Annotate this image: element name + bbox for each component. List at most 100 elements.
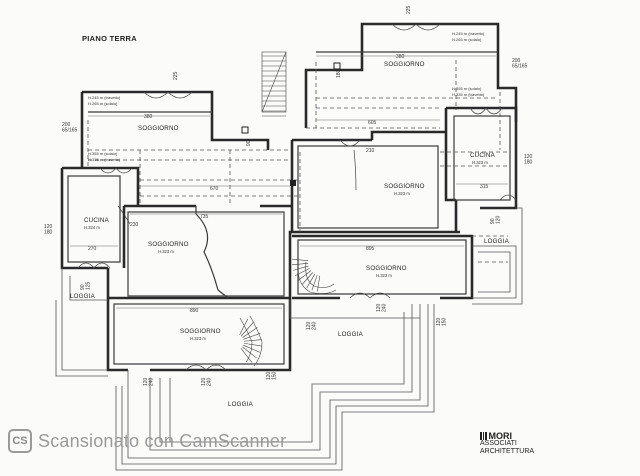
room-cucina-w: CUCINA [84, 217, 110, 224]
room-labels: SOGGIORNO SOGGIORNO SOGGIORNO H.323 m SO… [70, 61, 510, 408]
room-soggiorno-nw: SOGGIORNO [138, 125, 179, 132]
wall-sw-bottom [150, 298, 292, 372]
door-lc-1 [349, 292, 371, 299]
stair-top [261, 51, 287, 113]
svg-text:120150: 120150 [436, 317, 448, 326]
room-soggiorno-center: SOGGIORNO [384, 183, 425, 190]
svg-text:H.324 m: H.324 m [84, 225, 100, 230]
door-nw-1 [143, 91, 169, 99]
door-nw-2 [167, 91, 193, 99]
stair-step [243, 342, 262, 347]
dimension-lines [70, 55, 508, 309]
door-ct-arc [353, 149, 357, 191]
wall-lc-top [292, 234, 474, 300]
wall-ct-left [290, 140, 460, 234]
wall-sw-left [106, 298, 128, 372]
svg-text:225: 225 [173, 71, 179, 80]
svg-text:H.323 m: H.323 m [158, 249, 174, 254]
svg-text:H.335 m (travetto): H.335 m (travetto) [452, 92, 485, 97]
wall-nw-top [82, 90, 270, 150]
door-ne-2 [415, 23, 441, 31]
stair-step [295, 268, 310, 276]
svg-text:210: 210 [366, 148, 375, 154]
stair-step [243, 332, 261, 340]
svg-text:120150: 120150 [266, 371, 278, 380]
camscanner-logo-icon: CS [8, 429, 32, 453]
door-w-top [99, 167, 117, 174]
room-soggiorno-mid: SOGGIORNO [366, 265, 407, 272]
svg-text:H.335 m (travetto): H.335 m (travetto) [88, 157, 121, 162]
sw-room-inner [113, 303, 285, 365]
room-loggia-w: LOGGIA [70, 293, 96, 300]
svg-text:H.355 m (solaio): H.355 m (solaio) [88, 151, 118, 156]
wall-center-right [288, 230, 292, 298]
stair-step [293, 265, 309, 271]
w-cucina-inner [67, 175, 121, 263]
stair-step [243, 339, 262, 342]
terrace-outlines [55, 207, 523, 471]
wall-w-cucina-top [62, 166, 140, 206]
svg-text:380: 380 [396, 54, 405, 60]
door-w-side [117, 205, 131, 225]
svg-text:H.323 m: H.323 m [472, 160, 488, 165]
stairs [239, 51, 337, 367]
curved-wall [195, 213, 219, 291]
ct-room-inner [297, 145, 439, 229]
stair-step [311, 275, 318, 291]
room-loggia-e: LOGGIA [484, 238, 510, 245]
svg-text:H.323 m: H.323 m [394, 191, 410, 196]
svg-text:90: 90 [246, 140, 252, 146]
room-loggia-s2: LOGGIA [228, 401, 254, 408]
inner-lines [67, 51, 511, 365]
stair-step [306, 273, 316, 288]
brand-logo-icon [480, 432, 487, 440]
brand-line3: ARCHITETTURA [480, 448, 535, 455]
wall-ct-top-b [370, 130, 446, 140]
svg-text:180: 180 [336, 69, 342, 78]
svg-text:605: 605 [368, 120, 377, 126]
stair-spiral-east [297, 261, 337, 294]
wall-ne-outer [304, 22, 518, 122]
stair-step [298, 270, 312, 281]
svg-text:H.245 m (travetto): H.245 m (travetto) [88, 95, 121, 100]
e-cucina-inner [453, 115, 511, 201]
svg-text:H.323 m: H.323 m [376, 273, 392, 278]
stair-step [239, 318, 249, 336]
stair-step [241, 322, 254, 337]
architect-brand: MORI ASSOCIATI ARCHITETTURA [480, 432, 550, 456]
door-e-cucina [499, 194, 517, 201]
door-e-1 [469, 107, 487, 115]
svg-text:H.265 m (solaio): H.265 m (solaio) [452, 37, 482, 42]
markers [241, 62, 341, 186]
room-loggia-s1: LOGGIA [338, 331, 364, 338]
svg-text:890: 890 [190, 308, 199, 314]
walls [60, 22, 518, 372]
watermark-text: Scansionato con CamScanner [38, 430, 287, 451]
svg-text:120240: 120240 [306, 321, 318, 330]
door-ne-1 [391, 23, 417, 31]
svg-text:380: 380 [144, 114, 153, 120]
plan-title: PIANO TERRA [82, 34, 137, 43]
svg-text:H.265 m (solaio): H.265 m (solaio) [88, 101, 118, 106]
svg-text:735: 735 [200, 214, 209, 220]
stair-step [243, 344, 260, 353]
room-soggiorno-ne: SOGGIORNO [384, 61, 425, 68]
height-notes: H.245 m (travetto) H.265 m (solaio) H.35… [88, 31, 485, 162]
svg-text:120240: 120240 [143, 377, 155, 386]
svg-text:670: 670 [210, 186, 219, 192]
camscanner-watermark: CS Scansionato con CamScanner [8, 426, 286, 456]
dashed-lines [87, 60, 508, 263]
room-soggiorno-sw: SOGGIORNO [180, 328, 221, 335]
svg-text:230: 230 [130, 222, 139, 228]
stair-step [301, 272, 313, 285]
stair-step [242, 346, 257, 359]
room-soggiorno-west: SOGGIORNO [148, 241, 189, 248]
svg-text:120240: 120240 [376, 303, 388, 312]
brand-line2: ASSOCIATI [480, 440, 517, 447]
door-sw-1 [185, 364, 207, 371]
